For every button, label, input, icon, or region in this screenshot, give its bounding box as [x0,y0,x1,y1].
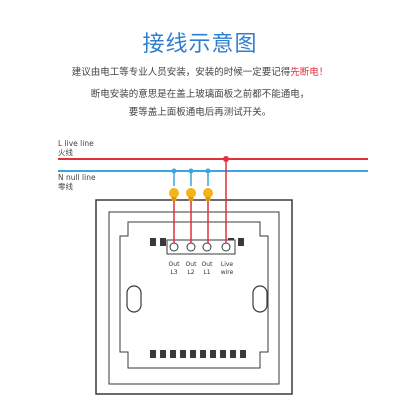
vent-slot [240,350,246,358]
null-junction-dot [188,168,194,174]
note-line-1-text: 建议由电工等专业人员安装，安装的时候一定要记得 [71,67,291,78]
bulb-icon [203,188,213,201]
vent-slot [150,350,156,358]
terminal-label-l3: L3 [170,269,177,276]
bottom-vents [150,350,246,358]
terminal-screw-out-l1 [202,242,212,252]
terminal-label-l1: L1 [203,269,210,276]
vent-slot [160,238,166,246]
terminal-label-out-l1: Out [202,261,214,268]
page-title: 接线示意图 [142,32,258,57]
vent-slot [160,350,166,358]
vent-slot [210,350,216,358]
note-line-1: 建议由电工等专业人员安装，安装的时候一定要记得先断电！ [0,64,400,78]
terminal-strip [166,239,236,255]
live-junction-dot [223,156,229,162]
null-junction-dot [205,168,211,174]
note-line-3: 要等盖上面板通电后再测试开关。 [128,107,272,118]
vent-slot [150,238,156,246]
bulb-icon [169,188,179,201]
vent-slot [220,350,226,358]
terminal-screw-live [221,242,231,252]
note-line-2: 断电安装的意思是在盖上玻璃面板之前都不能通电， [90,89,310,100]
terminal-label-wire: wire [221,269,234,276]
null-line-label-cn: 零线 [58,181,73,191]
terminal-label-l2: L2 [187,269,194,276]
note-warning-text: 先断电！ [290,67,329,78]
bulb-icon [186,188,196,201]
mounting-hole-right [252,285,268,313]
vent-slot [190,350,196,358]
terminal-label-out-l2: Out [186,261,198,268]
switch-panel: Out L3 Out L2 Out L1 Live wire [95,199,293,395]
vent-slot [200,350,206,358]
mounting-hole-left [126,285,142,313]
vent-slot [230,350,236,358]
vent-slot [238,238,244,246]
null-line-label: N null line [58,173,96,182]
terminal-label-live: Live [221,261,234,268]
live-line-label: L live line [58,139,94,148]
switch-body [119,221,269,369]
live-line-label-cn: 火线 [58,147,73,157]
terminal-screw-out-l3 [169,242,179,252]
vent-slot [180,350,186,358]
null-junction-dot [171,168,177,174]
terminal-screw-out-l2 [186,242,196,252]
vent-slot [170,350,176,358]
terminal-label-out-l3: Out [169,261,181,268]
